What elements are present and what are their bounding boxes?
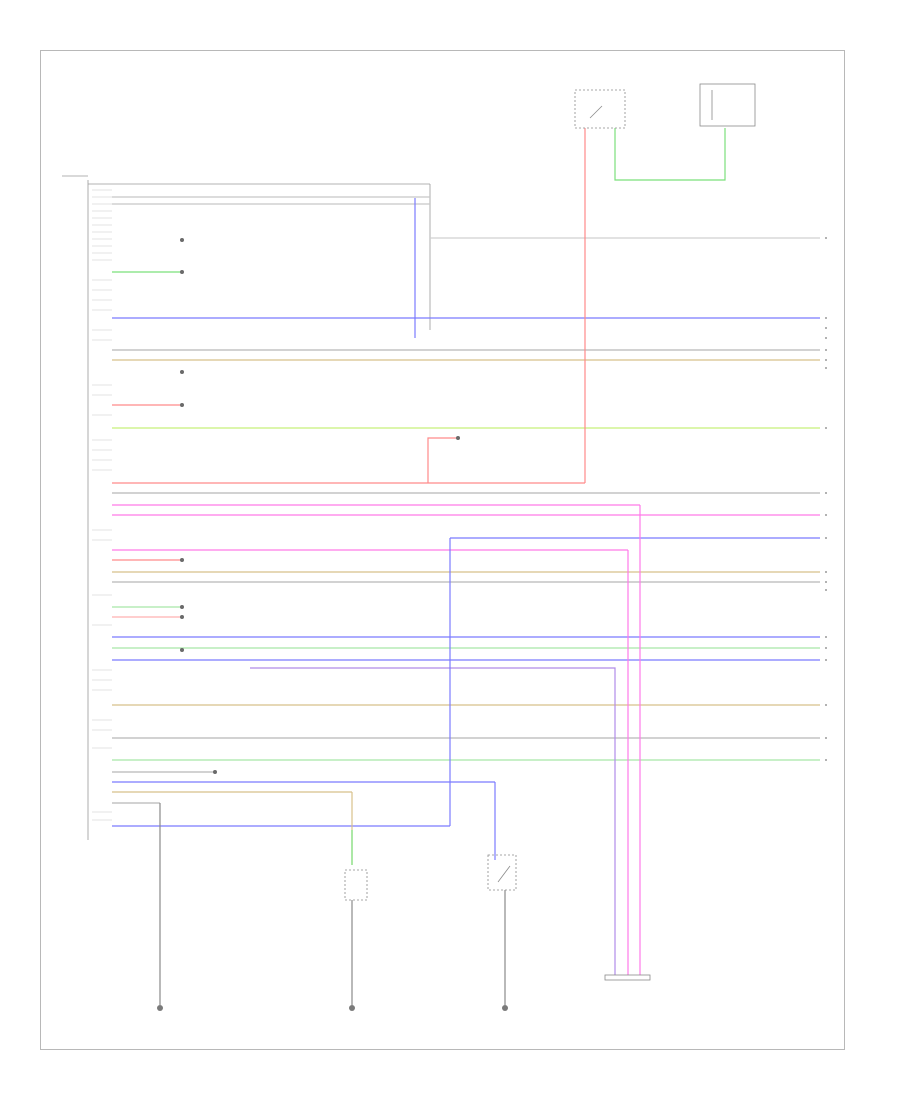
top-right-sensor [699,83,756,127]
right-connector-ticks [825,237,827,761]
module-connector [62,175,431,840]
splice-icon [180,648,184,652]
splice-points [180,238,460,774]
top-switch-component [574,89,626,129]
wire-red-branch [427,437,458,483]
bottom-components [344,854,651,981]
switch-bottom [487,854,517,891]
wire-green-sensor [614,128,726,181]
diagram-frame [40,50,845,1050]
ground-icons [157,1005,508,1011]
splice-icon [180,370,184,374]
splice-icon [180,270,184,274]
connector-pins [92,189,112,821]
splice-icon [180,605,184,609]
splice-icon [213,770,217,774]
switch-icon [497,865,511,883]
splice-icon [180,615,184,619]
wires [112,196,820,827]
wire-violet-down [250,667,616,975]
ground-icon [502,1005,508,1011]
switch-icon [589,105,603,119]
vertical-wires [159,128,726,1005]
ground-icon [157,1005,163,1011]
ground-icon [349,1005,355,1011]
splice-icon [456,436,460,440]
splice-icon [180,403,184,407]
splice-icon [180,238,184,242]
splice-icon [180,558,184,562]
fuel-sender-connector [604,974,651,981]
sensor-center [344,869,368,901]
